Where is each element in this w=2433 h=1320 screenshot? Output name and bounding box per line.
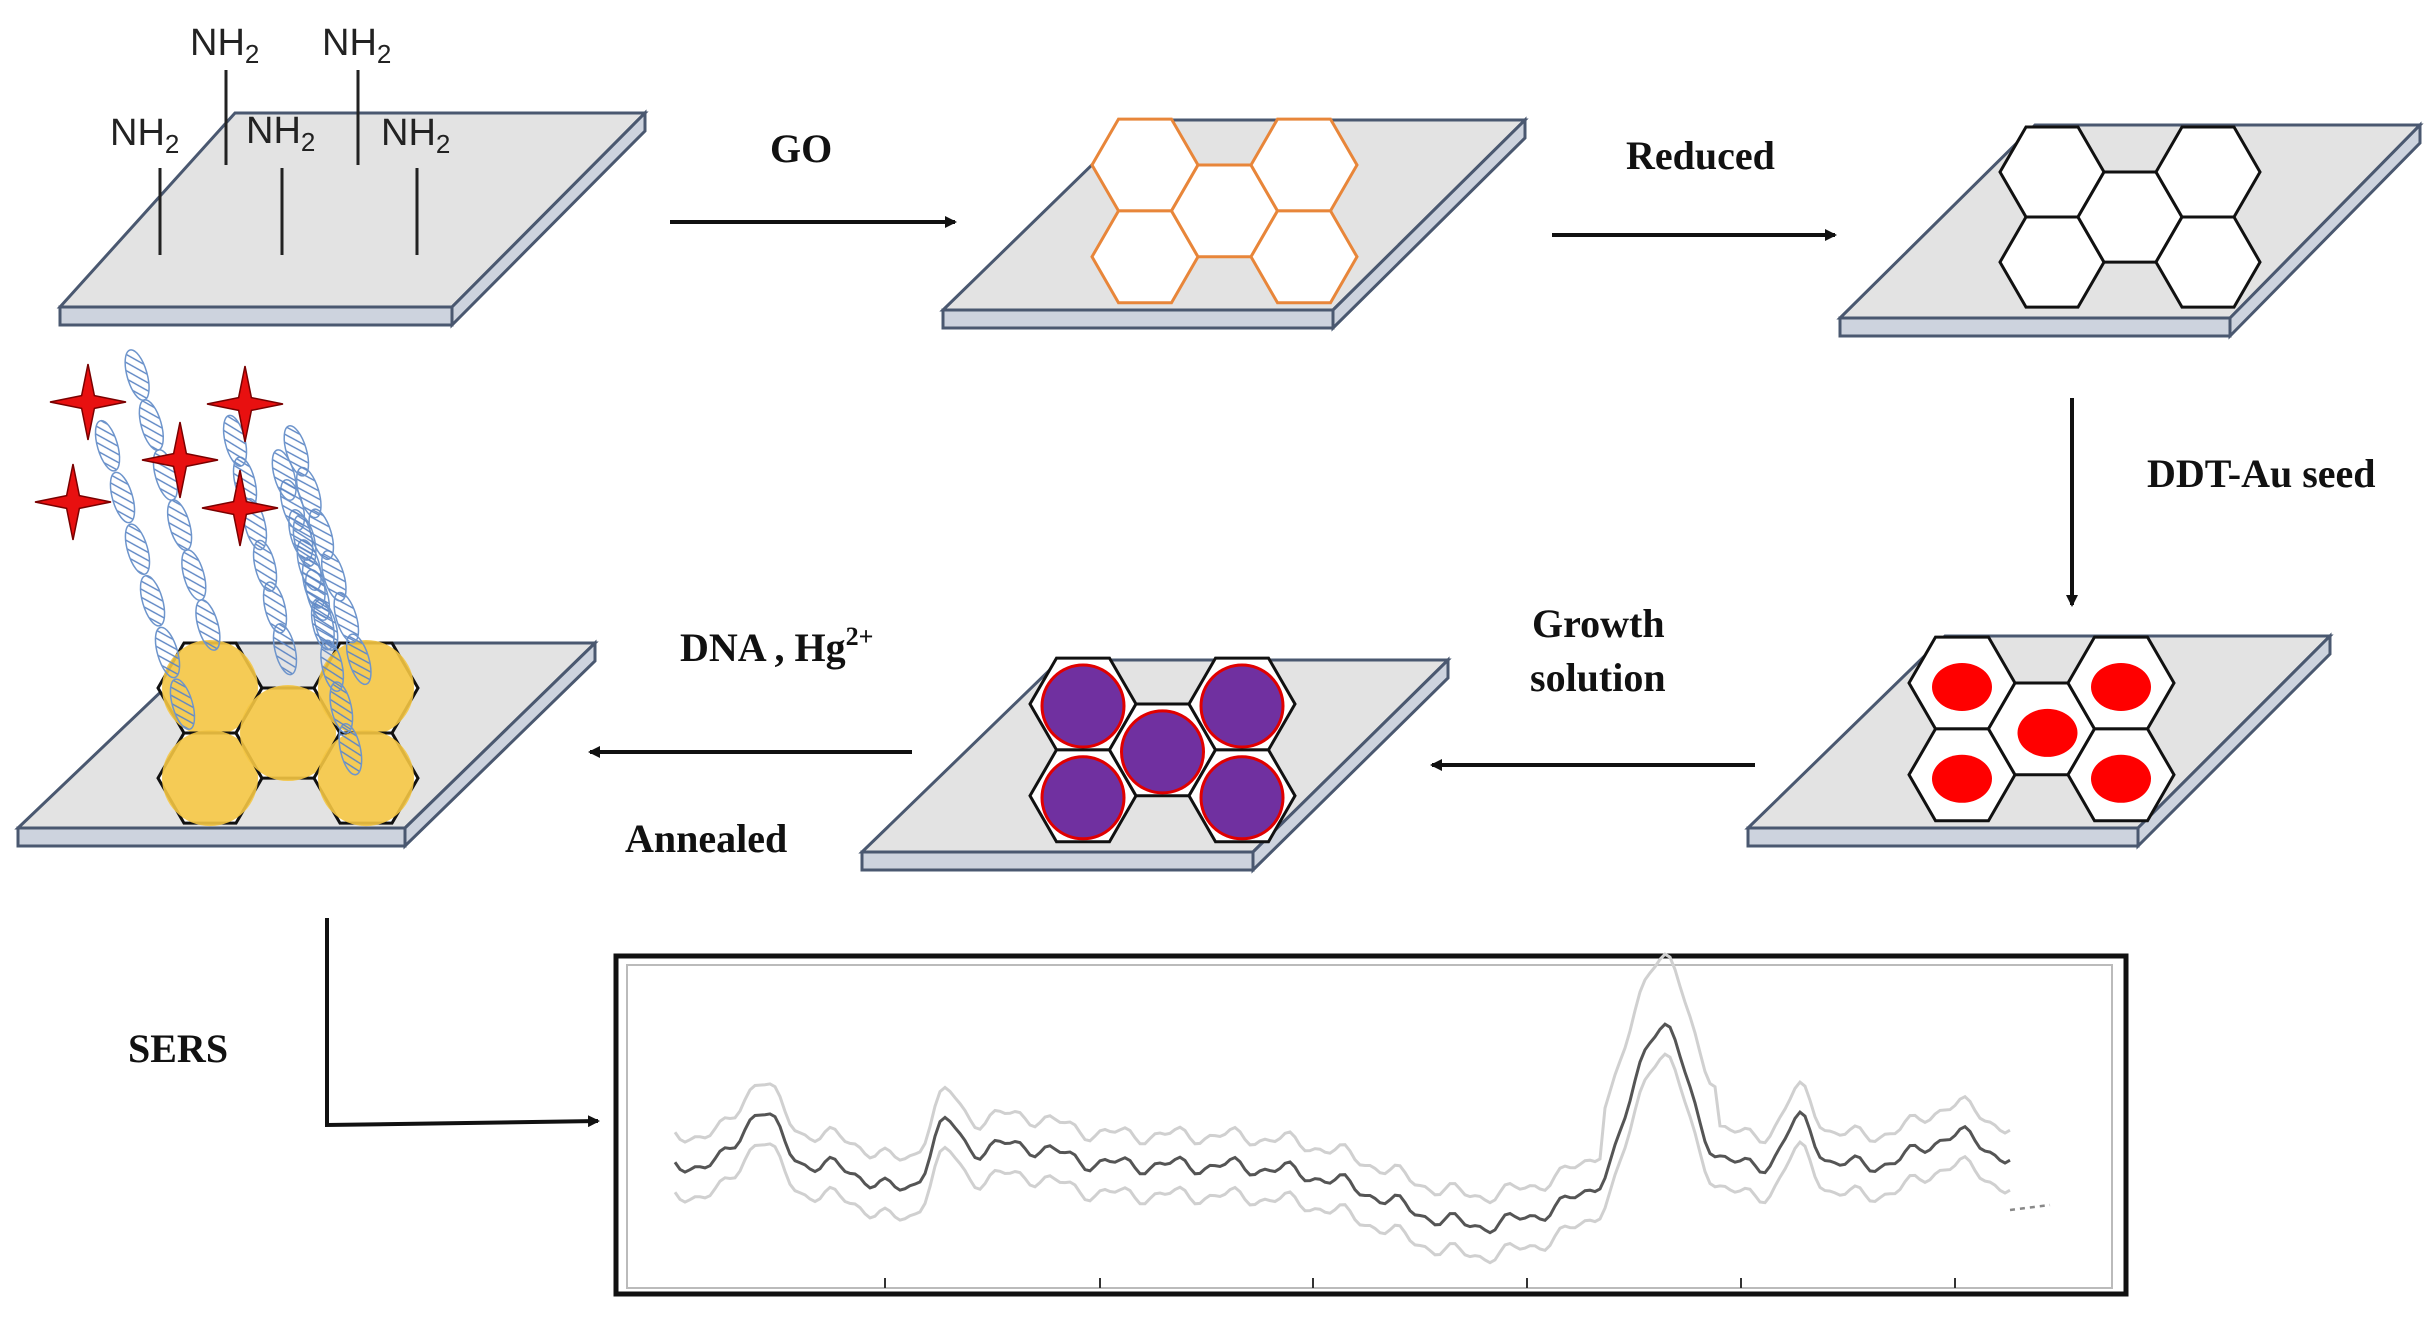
dna-helix-segment (139, 574, 166, 627)
grown-nanoparticle (1199, 663, 1285, 749)
grown-nanoparticle (1199, 755, 1285, 841)
dna-helix-segment (124, 523, 151, 576)
spectrum-lower-band (673, 1052, 2011, 1265)
annealed-nanoparticle (318, 730, 414, 827)
amine-label-4: NH2 (246, 110, 316, 157)
dna-helix-segment (292, 514, 317, 568)
rgo-hexagon-lattice (1998, 125, 2262, 309)
label-ddt-au-seed: DDT-Au seed (2147, 451, 2376, 496)
dna-helix-segment (283, 425, 310, 477)
hexagon-cell (1249, 209, 1359, 305)
amine-label-2: NH2 (322, 22, 392, 69)
annealed-nanoparticle (240, 685, 336, 782)
seed-hexagon-lattice (1907, 635, 2176, 823)
amine-substrate (56, 70, 649, 329)
dna-substrate (14, 349, 599, 850)
plate-front (58, 305, 454, 327)
spectrum-mean-trace (673, 1022, 2011, 1235)
reporter-star (201, 469, 279, 547)
label-go: GO (770, 126, 833, 171)
grown-hexagon-lattice (1028, 656, 1297, 844)
reporter-star (34, 463, 112, 541)
dna-helix-segment (166, 499, 193, 551)
dna-helix-segment (109, 471, 136, 524)
seed-substrate (1744, 632, 2334, 850)
reporter-star (206, 365, 284, 443)
dna-helix-segment (169, 678, 196, 731)
dna-helix-segment (181, 549, 207, 601)
amine-label-1: NH2 (190, 22, 260, 69)
dna-helix-segment (138, 399, 165, 451)
dna-helix-segment (94, 419, 121, 472)
label-annealed: Annealed (625, 816, 788, 861)
spectrum-ticks (884, 1278, 1956, 1288)
annealed-nanoparticle (162, 730, 258, 827)
plate-side (450, 109, 647, 329)
dna-helix-segment (154, 626, 181, 679)
au-seed (1932, 754, 1992, 803)
go-substrate (939, 116, 1529, 332)
spectrum-tail (2009, 1203, 2051, 1212)
grown-nanoparticle (1040, 755, 1126, 841)
label-reduced: Reduced (1626, 133, 1775, 178)
raman-reporters (34, 363, 284, 547)
spectrum-upper-band (673, 952, 2011, 1205)
spectrum-frame (613, 953, 2129, 1297)
amine-label-5: NH2 (381, 112, 451, 159)
arrow-sers (325, 918, 600, 1128)
grown-nanoparticle (1120, 709, 1205, 795)
reporter-star (49, 363, 127, 441)
growth-substrate (858, 656, 1452, 874)
reporter-star (141, 421, 219, 499)
au-seed (2091, 663, 2151, 711)
process-arrows (325, 216, 2078, 1128)
label-dna-hg: DNA , Hg2+ (680, 622, 874, 670)
label-sers: SERS (128, 1026, 229, 1071)
rgo-substrate (1836, 121, 2424, 340)
dna-helix-segment (124, 349, 150, 401)
grown-nanoparticle (1040, 663, 1126, 749)
label-solution: solution (1530, 655, 1666, 700)
au-seed (1932, 663, 1992, 711)
label-growth: Growth (1532, 601, 1665, 646)
amine-label-3: NH2 (110, 112, 180, 159)
amine-stalks (158, 70, 419, 255)
au-seed (2017, 708, 2078, 757)
hexagon-cell (2154, 215, 2262, 309)
au-seed (2091, 754, 2151, 803)
go-hexagon-lattice (1090, 117, 1359, 305)
sers-spectrum-panel (613, 952, 2129, 1297)
